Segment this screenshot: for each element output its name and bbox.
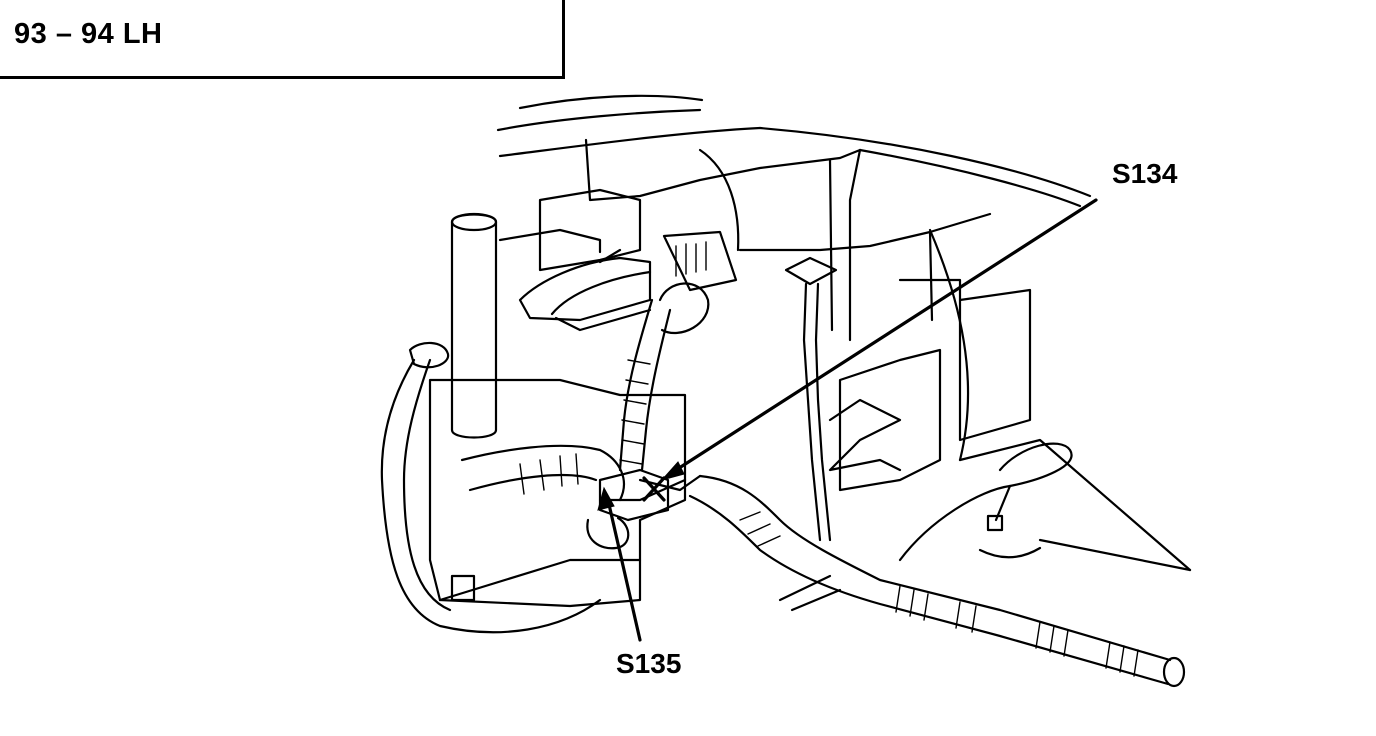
s135-arrowhead <box>597 486 615 511</box>
left-wire-loop <box>380 341 602 634</box>
s135-leader-line <box>606 498 642 642</box>
fender-structure <box>828 228 1192 572</box>
title-box: 93 – 94 LH <box>0 0 565 79</box>
callout-s134: S134 <box>1112 158 1178 189</box>
callout-leaders <box>597 198 1098 642</box>
right-harness <box>688 474 1186 688</box>
splice-s134-marker <box>642 476 666 502</box>
master-cylinder <box>498 188 652 332</box>
s134-leader-line <box>674 198 1098 472</box>
main-harness <box>618 298 672 472</box>
hood-edge-lines <box>496 94 1092 208</box>
right-wire-loop <box>898 442 1073 562</box>
diagram-title: 93 – 94 LH <box>14 18 163 50</box>
s134-arrowhead <box>660 461 685 481</box>
callout-s135: S135 <box>616 648 682 679</box>
radiator-hose <box>460 444 625 502</box>
coolant-reservoir <box>450 212 498 439</box>
bulkhead-connector <box>658 230 738 335</box>
sensor-lead <box>784 256 838 542</box>
